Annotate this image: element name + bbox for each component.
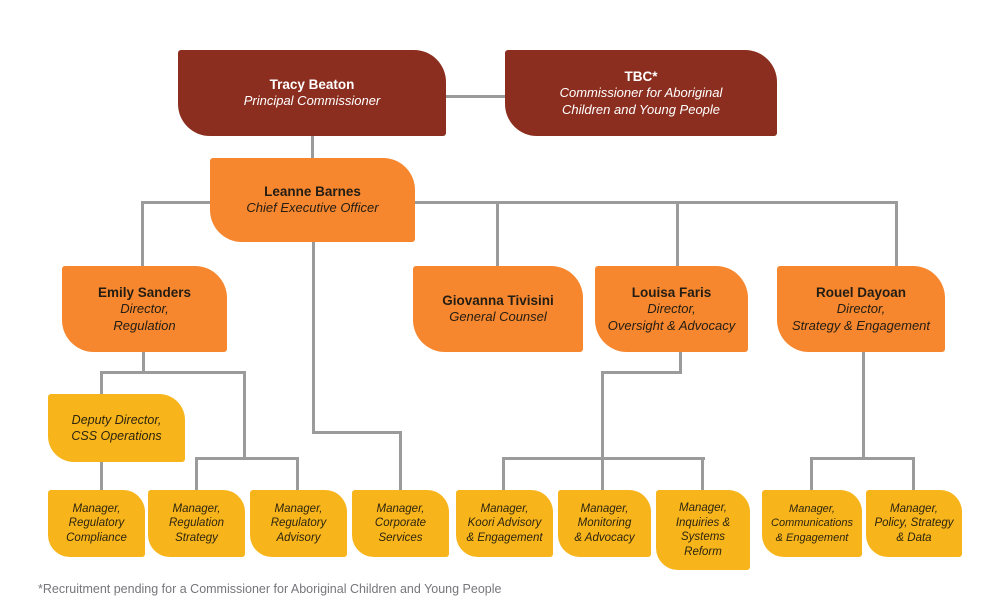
org-node-mgr-inquiries-systems: Manager, Inquiries & Systems Reform [656,490,750,570]
connector-to-mgr-regulation-strategy [195,457,198,490]
connector-to-mgr-koori-advisory [502,457,505,490]
connector-regulation-down [142,352,145,373]
connector-to-mgr-regulatory-advisory [296,457,299,490]
connector-principal-to-aboriginal [446,95,505,98]
person-title: Director, Strategy & Engagement [791,301,931,333]
role-title: Deputy Director, CSS Operations [71,413,162,443]
org-node-mgr-monitoring-advocacy: Manager, Monitoring & Advocacy [558,490,651,557]
person-name: Leanne Barnes [264,184,361,200]
role-title: Manager, Corporate Services [374,502,427,544]
person-name: Tracy Beaton [269,77,355,93]
person-name: TBC* [624,69,658,84]
org-node-mgr-regulatory-advisory: Manager, Regulatory Advisory [250,490,347,557]
role-title: Manager, Policy, Strategy & Data [874,502,954,544]
org-node-mgr-communications: Manager, Communications & Engagement [762,490,862,557]
org-node-director-regulation: Emily Sanders Director, Regulation [62,266,227,352]
connector-ceo-down [312,242,315,434]
role-title: Manager, Monitoring & Advocacy [574,502,635,544]
person-title: Director, Oversight & Advocacy [607,301,736,333]
person-title: Principal Commissioner [243,93,381,109]
org-node-aboriginal-commissioner: TBC* Commissioner for Aboriginal Childre… [505,50,777,136]
connector-drop-general-counsel [496,201,499,266]
connector-strategy-down [862,352,865,460]
person-name: Rouel Dayoan [815,285,907,300]
connector-to-deputy-director [100,371,103,394]
connector-ceo-corporate-elbow [312,431,402,434]
org-node-mgr-koori-advisory: Manager, Koori Advisory & Engagement [456,490,553,557]
role-title: Manager, Regulatory Advisory [270,502,327,544]
connector-regulation-branch [100,371,246,374]
org-node-mgr-regulation-strategy: Manager, Regulation Strategy [148,490,245,557]
footnote: *Recruitment pending for a Commissioner … [38,582,502,596]
person-title: Chief Executive Officer [246,200,379,216]
org-node-mgr-corporate-services: Manager, Corporate Services [352,490,449,557]
role-title: Manager, Communications & Engagement [771,502,853,544]
connector-to-mgr-policy [912,457,915,490]
role-title: Manager, Koori Advisory & Engagement [466,502,543,544]
connector-ceo-spine [141,201,898,204]
org-node-director-strategy: Rouel Dayoan Director, Strategy & Engage… [777,266,945,352]
connector-drop-director-regulation [141,201,144,266]
connector-oversight-down [679,352,682,373]
person-name: Emily Sanders [97,285,192,300]
person-title: General Counsel [449,309,547,325]
person-name: Giovanna Tivisini [442,293,554,309]
connector-to-mgr-regulatory-compliance [100,462,103,490]
connector-to-mgr-inquiries [701,457,704,490]
org-node-deputy-director-css: Deputy Director, CSS Operations [48,394,185,462]
role-title: Manager, Inquiries & Systems Reform [675,502,731,558]
org-node-mgr-policy-strategy-data: Manager, Policy, Strategy & Data [866,490,962,557]
connector-regulation-sub-branch [195,457,299,460]
org-node-ceo: Leanne Barnes Chief Executive Officer [210,158,415,242]
org-node-mgr-regulatory-compliance: Manager, Regulatory Compliance [48,490,145,557]
person-name: Louisa Faris [631,285,712,300]
connector-to-mgr-corporate-services [399,431,402,490]
connector-to-mgr-monitoring [601,457,604,490]
org-node-principal-commissioner: Tracy Beaton Principal Commissioner [178,50,446,136]
connector-oversight-branch-down [601,371,604,460]
org-node-director-oversight: Louisa Faris Director, Oversight & Advoc… [595,266,748,352]
role-title: Manager, Regulatory Compliance [66,502,127,544]
connector-regulation-branch-down [243,371,246,460]
person-title: Director, Regulation [113,301,176,333]
connector-to-mgr-communications [810,457,813,490]
connector-strategy-sub-branch [810,457,915,460]
connector-drop-director-strategy [895,201,898,266]
connector-drop-director-oversight [676,201,679,266]
connector-principal-to-ceo [311,136,314,160]
role-title: Manager, Regulation Strategy [169,502,224,544]
person-title: Commissioner for Aboriginal Children and… [559,85,723,117]
org-node-general-counsel: Giovanna Tivisini General Counsel [413,266,583,352]
connector-oversight-elbow [601,371,682,374]
